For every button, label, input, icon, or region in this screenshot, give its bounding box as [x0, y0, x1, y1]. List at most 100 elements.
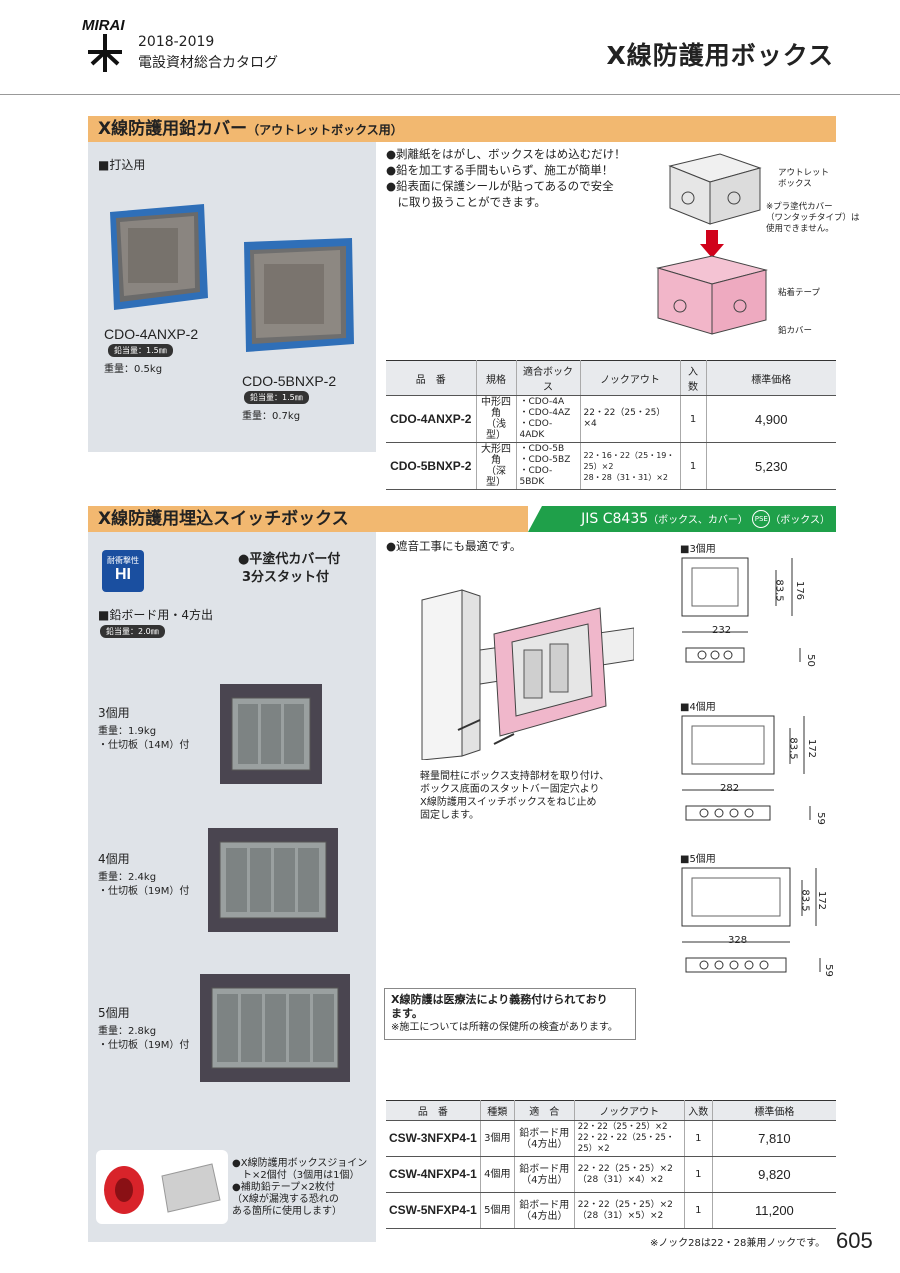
section2-spec-table: 品 番 種類 適 合 ノックアウト 入数 標準価格 CSW-3NFXP4-1 3…	[386, 1100, 836, 1229]
catalog-year: 2018-2019	[138, 34, 215, 50]
accessory-line-1: ●X線防護用ボックスジョイン	[232, 1158, 368, 1169]
th-box: 適合ボックス	[515, 360, 580, 396]
bullet-4: に取り扱うことができます。	[386, 195, 546, 209]
warning-box: X線防護は医療法により義務付けられており ます。 ※施工については所轄の保健所の…	[384, 988, 636, 1040]
cell-fit: 鉛ボード用（4方出）	[513, 1156, 575, 1193]
hi-badge-top: 耐衝撃性	[107, 556, 139, 565]
product-model-2: CDO-5BNXP-2	[242, 373, 337, 389]
warning-note: ※施工については所轄の保健所の検査があります。	[391, 1022, 618, 1033]
label-note-1: ※プラ塗代カバー	[766, 202, 833, 212]
cell-spec-2: （浅型）	[486, 419, 506, 441]
dim-5-depth: 59	[822, 964, 834, 977]
product-3-name: 3個用	[98, 706, 130, 720]
section2-sub-head: ■鉛ボード用・4方出	[98, 608, 213, 622]
section1-bullets: ●剥離紙をはがし、ボックスをはめ込むだけ！ ●鉛を加工する手間もいらず、施工が簡…	[386, 146, 666, 210]
cell-qty: 1	[683, 1156, 713, 1193]
dim-3-h1: 83.5	[773, 579, 785, 602]
section2-product-panel: 耐衝撃性 HI ●平塗代カバー付 3分スタット付 ■鉛ボード用・4方出 鉛当量：…	[88, 532, 376, 1242]
dim-4-drawing	[680, 714, 830, 830]
cell-knockout: 22・22（25・25）×2（28（31）×5）×2	[573, 1192, 685, 1229]
cell-code: CSW-5NFXP4-1	[386, 1192, 481, 1229]
mirai-logo-icon: MIRAI	[82, 17, 125, 72]
header-divider	[0, 94, 900, 95]
section1-sub-head: ■打込用	[98, 158, 146, 172]
label-note-3: 使用できません。	[766, 224, 834, 234]
cell-fit-1: 鉛ボード用	[519, 1127, 570, 1139]
cell-box-3: ・CDO-5BDK	[519, 466, 553, 487]
cell-knockout: 22・22（25・25）×4	[579, 395, 680, 443]
product-4-name: 4個用	[98, 852, 130, 866]
accessory-line-2: ト×2個付（3個用は1個）	[232, 1170, 360, 1181]
cell-fit: 鉛ボード用（4方出）	[513, 1192, 575, 1229]
accessory-image	[104, 1163, 221, 1214]
label-outlet: アウトレット ボックス	[778, 168, 829, 190]
cell-fit-2: （4方出）	[521, 1138, 568, 1150]
section1-title-bar: X線防護用鉛カバー（アウトレットボックス用）	[88, 116, 836, 142]
th-code: 品 番	[386, 1100, 481, 1121]
dim-3-width: 232	[712, 625, 732, 636]
cell-fit: 鉛ボード用（4方出）	[513, 1120, 575, 1157]
lead-cover-4a-image	[102, 198, 212, 318]
cell-price: 11,200	[711, 1192, 836, 1229]
accessory-line-3: ●補助鉛テープ×2枚付	[232, 1182, 335, 1193]
cell-ko-2: （28（31）×4）×2	[577, 1174, 664, 1185]
cell-ko-2: 28・28（31・31）×2	[583, 472, 669, 482]
section1-spec-table: 品 番 規格 適合ボックス ノックアウト 入数 標準価格 CDO-4ANXP-2…	[386, 360, 836, 490]
page-number: 605	[836, 1228, 873, 1253]
dim-5-drawing	[680, 866, 832, 982]
th-code: 品 番	[386, 360, 476, 396]
catalog-logo: MIRAI	[80, 14, 130, 76]
cell-spec-1: 大形四角	[481, 444, 511, 466]
dim-3-label: ■3個用	[680, 544, 716, 555]
th-knockout: ノックアウト	[579, 360, 680, 396]
hi-badge-text: HI	[115, 566, 131, 583]
cell-kind: 5個用	[479, 1192, 515, 1229]
product-model-1: CDO-4ANXP-2	[104, 326, 199, 342]
dim-5-h1: 83.5	[799, 889, 811, 912]
table-row: CDO-4ANXP-2 中形四角（浅型） ・CDO-4A・CDO-4AZ・CDO…	[386, 395, 836, 443]
cell-ko-2: （28（31）×5）×2	[577, 1210, 664, 1221]
label-tape: 粘着テープ	[778, 288, 820, 298]
th-kind: 種類	[479, 1100, 515, 1121]
cell-code: CDO-4ANXP-2	[386, 395, 476, 443]
install-caption-1: 軽量間柱にボックス支持部材を取り付け、	[420, 771, 610, 782]
dim-5-label: ■5個用	[680, 854, 716, 865]
cell-fit-1: 鉛ボード用	[519, 1199, 570, 1211]
warning-bold-1: X線防護は医療法により義務付けられており	[391, 993, 608, 1006]
table-row: CSW-3NFXP4-1 3個用 鉛ボード用（4方出） 22・22（25・25）…	[386, 1120, 836, 1157]
cell-fit-1: 鉛ボード用	[519, 1163, 570, 1175]
section2-title-bar: X線防護用埋込スイッチボックス	[88, 506, 528, 532]
dim-4-width: 282	[720, 783, 740, 794]
section1-title-sub: （アウトレットボックス用）	[247, 123, 403, 137]
cell-spec: 中形四角（浅型）	[475, 395, 516, 443]
product-4-extra: ・仕切板（19M）付	[98, 886, 190, 897]
label-outlet-1: アウトレット	[778, 168, 830, 178]
cell-code: CSW-4NFXP4-1	[386, 1156, 481, 1193]
dim-3-depth: 50	[804, 654, 816, 667]
product-5-weight: 重量：2.8kg	[98, 1026, 157, 1037]
cell-spec-1: 中形四角	[481, 397, 511, 419]
table-row: CSW-4NFXP4-1 4個用 鉛ボード用（4方出） 22・22（25・25）…	[386, 1156, 836, 1193]
cell-ko-1: 22・22（25・25）×2	[577, 1199, 673, 1210]
section1-product-panel: ■打込用 CDO-4ANXP-2 鉛当量：1.5㎜ 重量：0.5kg CDO-5…	[88, 142, 376, 452]
logo-text: MIRAI	[82, 17, 125, 34]
install-caption-2: ボックス底面のスタットバー固定穴より	[420, 784, 600, 795]
table-row: CDO-5BNXP-2 大形四角（深型） ・CDO-5B・CDO-5BZ・CDO…	[386, 442, 836, 490]
cell-box-2: ・CDO-5BZ	[519, 455, 571, 465]
bullet-1: ●剥離紙をはがし、ボックスをはめ込むだけ！	[386, 147, 626, 161]
hi-badge: 耐衝撃性 HI	[102, 550, 144, 592]
cell-knockout: 22・22（25・25）×2（28（31）×4）×2	[573, 1156, 685, 1193]
product-3-weight: 重量：1.9kg	[98, 726, 157, 737]
product-lead-badge-2: 鉛当量：1.5㎜	[244, 391, 309, 404]
cell-price: 5,230	[705, 442, 836, 490]
th-spec: 規格	[475, 360, 516, 396]
cell-price: 4,900	[705, 395, 836, 443]
cell-ko-1: 22・22（25・25）×4	[583, 408, 666, 429]
cell-qty: 1	[679, 395, 706, 443]
product-lead-badge-1: 鉛当量：1.5㎜	[108, 344, 173, 357]
footer-note: ※ノック28は22・28兼用ノックです。	[650, 1238, 826, 1249]
cell-ko-1: 22・22（25・25）×2	[577, 1122, 668, 1132]
cell-spec: 大形四角（深型）	[475, 442, 516, 490]
th-knockout: ノックアウト	[573, 1100, 685, 1121]
